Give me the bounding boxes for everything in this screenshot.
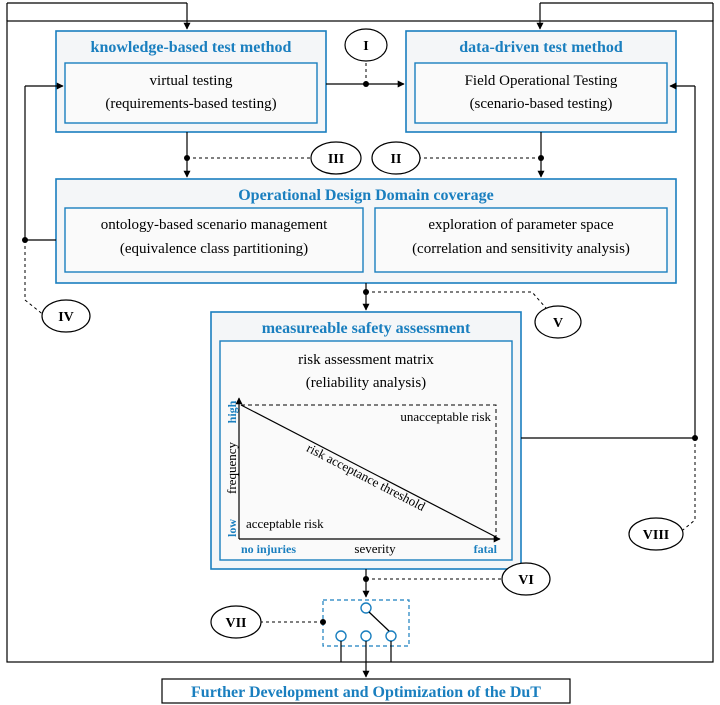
data-title: data-driven test method	[459, 39, 623, 56]
data-line1: Field Operational Testing	[465, 73, 618, 89]
data-line2: (scenario-based testing)	[470, 96, 613, 112]
marker-viii: VIII	[628, 517, 684, 551]
marker-vi-label: VI	[518, 573, 534, 588]
marker-iii: III	[310, 141, 362, 175]
y-axis-label: frequency	[224, 442, 239, 494]
marker-iii-label: III	[328, 152, 344, 167]
knowledge-based-box: knowledge-based test method virtual test…	[55, 30, 327, 133]
x-right-label: fatal	[474, 542, 498, 556]
marker-i-label: I	[363, 39, 368, 54]
acceptable-risk-label: acceptable risk	[246, 516, 324, 531]
marker-i: I	[344, 28, 388, 62]
knowledge-line2: (requirements-based testing)	[105, 96, 276, 112]
odd-coverage-box: Operational Design Domain coverage ontol…	[55, 178, 677, 284]
marker-vii-label: VII	[225, 616, 246, 631]
safety-line2: (reliability analysis)	[306, 375, 426, 391]
odd-left-line1: ontology-based scenario management	[101, 217, 328, 233]
odd-right-line2: (correlation and sensitivity analysis)	[412, 241, 630, 257]
unacceptable-risk-label: unacceptable risk	[400, 409, 491, 424]
final-box-label: Further Development and Optimization of …	[191, 684, 541, 701]
data-driven-box: data-driven test method Field Operationa…	[405, 30, 677, 133]
risk-threshold-line	[240, 404, 497, 538]
marker-iv-label: IV	[58, 310, 74, 325]
marker-ii: II	[371, 141, 421, 175]
marker-vii: VII	[210, 605, 262, 639]
switch-lever	[368, 611, 390, 632]
marker-viii-label: VIII	[643, 528, 669, 543]
marker-vi: VI	[501, 562, 551, 596]
knowledge-line1: virtual testing	[150, 73, 233, 89]
x-axis-label: severity	[354, 541, 396, 556]
marker-iv: IV	[41, 299, 91, 333]
x-left-label: no injuries	[241, 542, 296, 556]
outer-frame	[6, 20, 714, 663]
decision-switch	[322, 599, 410, 647]
safety-line1: risk assessment matrix	[298, 352, 434, 368]
odd-title: Operational Design Domain coverage	[238, 187, 494, 204]
marker-v-label: V	[553, 316, 563, 331]
marker-v: V	[534, 305, 582, 339]
safety-title: measureable safety assessment	[262, 320, 471, 337]
safety-assessment-box: measureable safety assessment risk asses…	[210, 311, 522, 570]
odd-left-line2: (equivalence class partitioning)	[120, 241, 308, 257]
marker-ii-label: II	[391, 152, 402, 167]
y-low-label: low	[225, 519, 239, 537]
odd-right-line1: exploration of parameter space	[428, 217, 614, 233]
final-box: Further Development and Optimization of …	[161, 678, 571, 704]
knowledge-title: knowledge-based test method	[91, 39, 292, 56]
y-high-label: high	[225, 400, 239, 423]
